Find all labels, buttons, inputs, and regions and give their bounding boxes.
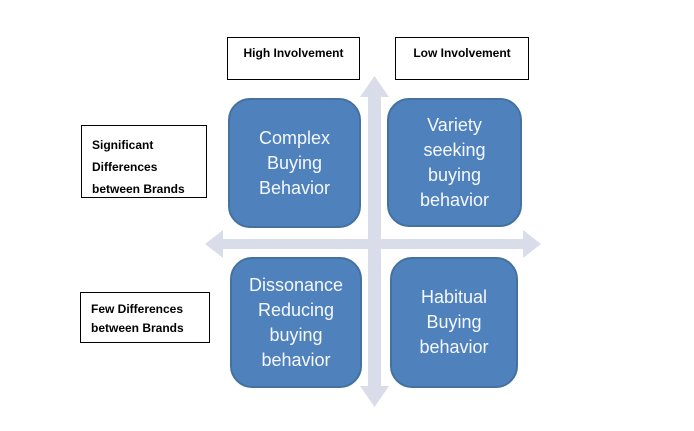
column-header-high-involvement: High Involvement <box>227 37 360 80</box>
quadrant-dissonance-reducing-buying-behavior: Dissonance Reducing buying behavior <box>230 257 362 388</box>
quadrant-habitual-buying-behavior: Habitual Buying behavior <box>390 257 518 388</box>
quadrant-variety-seeking-buying-behavior: Variety seeking buying behavior <box>387 98 522 227</box>
horizontal-double-arrow-icon <box>205 230 541 258</box>
quadrant-complex-buying-behavior: Complex Buying Behavior <box>228 98 361 228</box>
column-header-low-involvement: Low Involvement <box>395 37 529 80</box>
quadrant-label: Variety seeking buying behavior <box>419 114 490 210</box>
quadrant-label: Complex Buying Behavior <box>258 127 331 198</box>
row-label-few-differences: Few Differences between Brands <box>80 292 210 343</box>
vertical-double-arrow-icon <box>360 76 389 407</box>
quadrant-label: Habitual Buying behavior <box>419 287 489 357</box>
row-label-significant-differences: Significant Differences between Brands <box>81 125 207 198</box>
quadrant-label: Dissonance Reducing buying behavior <box>248 274 344 370</box>
